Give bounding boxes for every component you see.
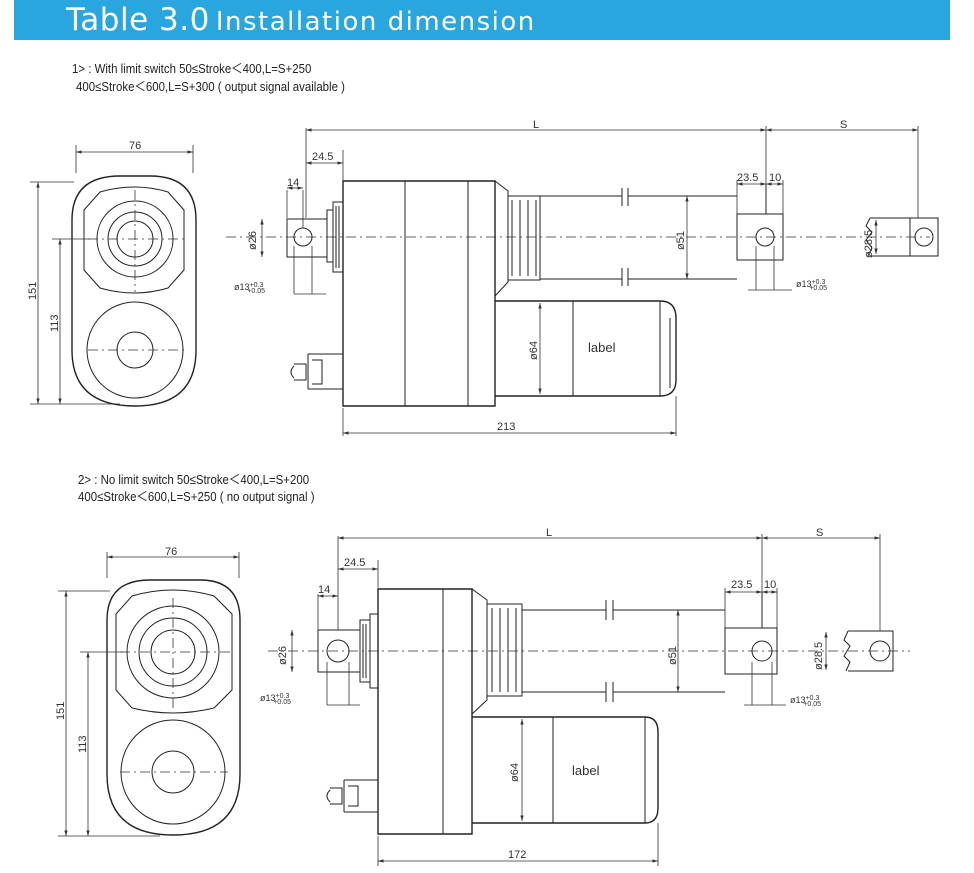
- section2-side-view: L S 24.5 14 23.5 10 ø26 ø51 ø28.5 ø64 la…: [260, 527, 910, 866]
- section1-drawing: 76 151 113: [27, 119, 939, 436]
- section2-end-view: 76 151 113: [55, 546, 241, 837]
- s1-dim-23-5: 23.5: [737, 172, 758, 184]
- section1-note-line1: 1> : With limit switch 50≤Stroke＜400,L=S…: [72, 61, 312, 76]
- s2-dim-width: 76: [165, 546, 177, 558]
- s2-dim-dia64: ø64: [509, 763, 521, 782]
- s2-dim-hole-left: ø13+0.3+0.05: [260, 693, 291, 706]
- s1-dim-hole-height: 113: [49, 314, 61, 332]
- s1-dim-dia28-5: ø28.5: [863, 230, 875, 258]
- s1-dim-width: 76: [129, 140, 141, 152]
- s1-dim-hole-right: ø13+0.3+0.05: [796, 279, 827, 292]
- s2-dim-10: 10: [764, 579, 776, 591]
- s1-dim-length: 213: [497, 421, 515, 433]
- s2-dim-dia28-5: ø28.5: [813, 642, 825, 670]
- title-text: Installation dimension: [215, 7, 536, 37]
- s2-dim-23-5: 23.5: [731, 579, 752, 591]
- s2-dim-L: L: [546, 527, 552, 539]
- s2-dim-dia26: ø26: [277, 646, 289, 665]
- s1-dim-dia64: ø64: [528, 341, 540, 360]
- section2-drawing: 76 151 113: [55, 527, 910, 866]
- s2-dim-length: 172: [508, 849, 526, 861]
- section2-note-line2: 400≤Stroke＜600,L=S+250 ( no output signa…: [78, 489, 315, 504]
- s1-motor-label: label: [588, 340, 616, 355]
- table-label: Table 3.0: [66, 2, 210, 38]
- s1-dim-S: S: [840, 119, 847, 131]
- s2-dim-S: S: [816, 527, 823, 539]
- s1-dim-10: 10: [769, 172, 781, 184]
- s2-dim-hole-right: ø13+0.3+0.05: [790, 695, 821, 708]
- s2-dim-height: 151: [55, 702, 67, 720]
- s1-dim-dia51: ø51: [675, 231, 687, 250]
- s1-dim-14: 14: [287, 177, 299, 189]
- section2-note-line1: 2> : No limit switch 50≤Stroke＜400,L=S+2…: [78, 472, 310, 487]
- s1-dim-hole-left: ø13+0.3+0.05: [234, 282, 265, 295]
- s1-dim-L: L: [533, 119, 539, 131]
- s2-motor-label: label: [572, 763, 600, 778]
- section1-end-view: 76 151 113: [27, 140, 197, 407]
- s2-dim-24-5: 24.5: [344, 557, 365, 569]
- s1-dim-height: 151: [27, 282, 39, 300]
- s2-dim-hole-height: 113: [77, 735, 89, 753]
- section1-note-line2: 400≤Stroke＜600,L=S+300 ( output signal a…: [76, 79, 345, 94]
- s1-dim-dia26: ø26: [247, 231, 259, 250]
- section1-side-view: L S 24.5 14 23.5 10 ø26 ø51 ø28.5 ø64 la…: [226, 119, 939, 436]
- s2-dim-14: 14: [318, 584, 330, 596]
- s2-dim-dia51: ø51: [667, 646, 679, 665]
- s1-dim-24-5: 24.5: [312, 151, 333, 163]
